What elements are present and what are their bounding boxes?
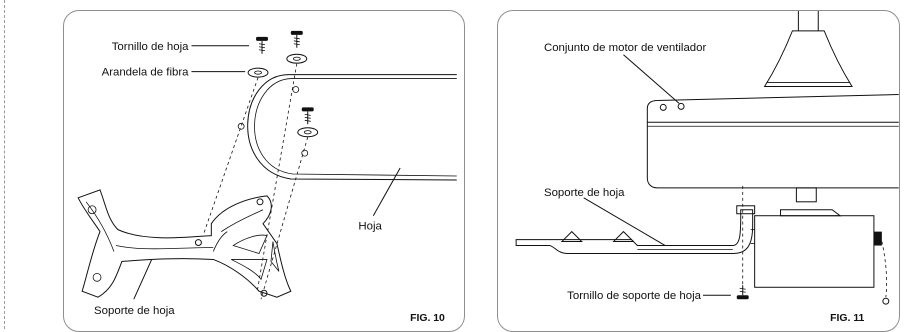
label-blade-screw: Tornillo de hoja bbox=[112, 41, 189, 53]
blade-screw-icon bbox=[290, 30, 303, 48]
downrod-canopy bbox=[763, 11, 853, 88]
page-cut-line bbox=[4, 0, 5, 329]
figure-caption: FIG. 11 bbox=[830, 313, 864, 324]
switch-housing bbox=[750, 187, 875, 288]
figure-10-drawing: Tornillo de hoja Arandela de fibra Hoja … bbox=[77, 30, 457, 324]
figure-11-drawing: Conjunto de motor de ventilador Soporte … bbox=[515, 11, 899, 324]
label-bracket-screw: Tornillo de soporte de hoja bbox=[567, 290, 701, 302]
fiber-washer-icon bbox=[297, 127, 319, 138]
label-blade-bracket: Soporte de hoja bbox=[94, 305, 175, 317]
label-blade-bracket: Soporte de hoja bbox=[544, 187, 625, 199]
blade-screw-icon bbox=[256, 36, 268, 54]
fiber-washer-icon bbox=[247, 67, 269, 78]
figure-caption: FIG. 10 bbox=[410, 313, 445, 324]
label-blade: Hoja bbox=[358, 221, 382, 233]
figure-11-panel: Conjunto de motor de ventilador Soporte … bbox=[497, 10, 900, 332]
alignment-guides bbox=[203, 63, 309, 300]
bracket-screw-icon bbox=[736, 285, 749, 300]
fan-blade bbox=[237, 74, 457, 181]
blade-screw-icon bbox=[301, 107, 314, 125]
label-fiber-washer: Arandela de fibra bbox=[102, 67, 190, 79]
pull-chain-icon bbox=[873, 231, 890, 305]
fiber-washer-icon bbox=[286, 53, 308, 64]
label-motor-assembly: Conjunto de motor de ventilador bbox=[544, 42, 707, 54]
fan-motor-housing bbox=[646, 93, 899, 189]
figure-10-panel: Tornillo de hoja Arandela de fibra Hoja … bbox=[63, 10, 465, 332]
blade-bracket-side bbox=[515, 205, 756, 254]
blade-bracket bbox=[77, 189, 292, 298]
